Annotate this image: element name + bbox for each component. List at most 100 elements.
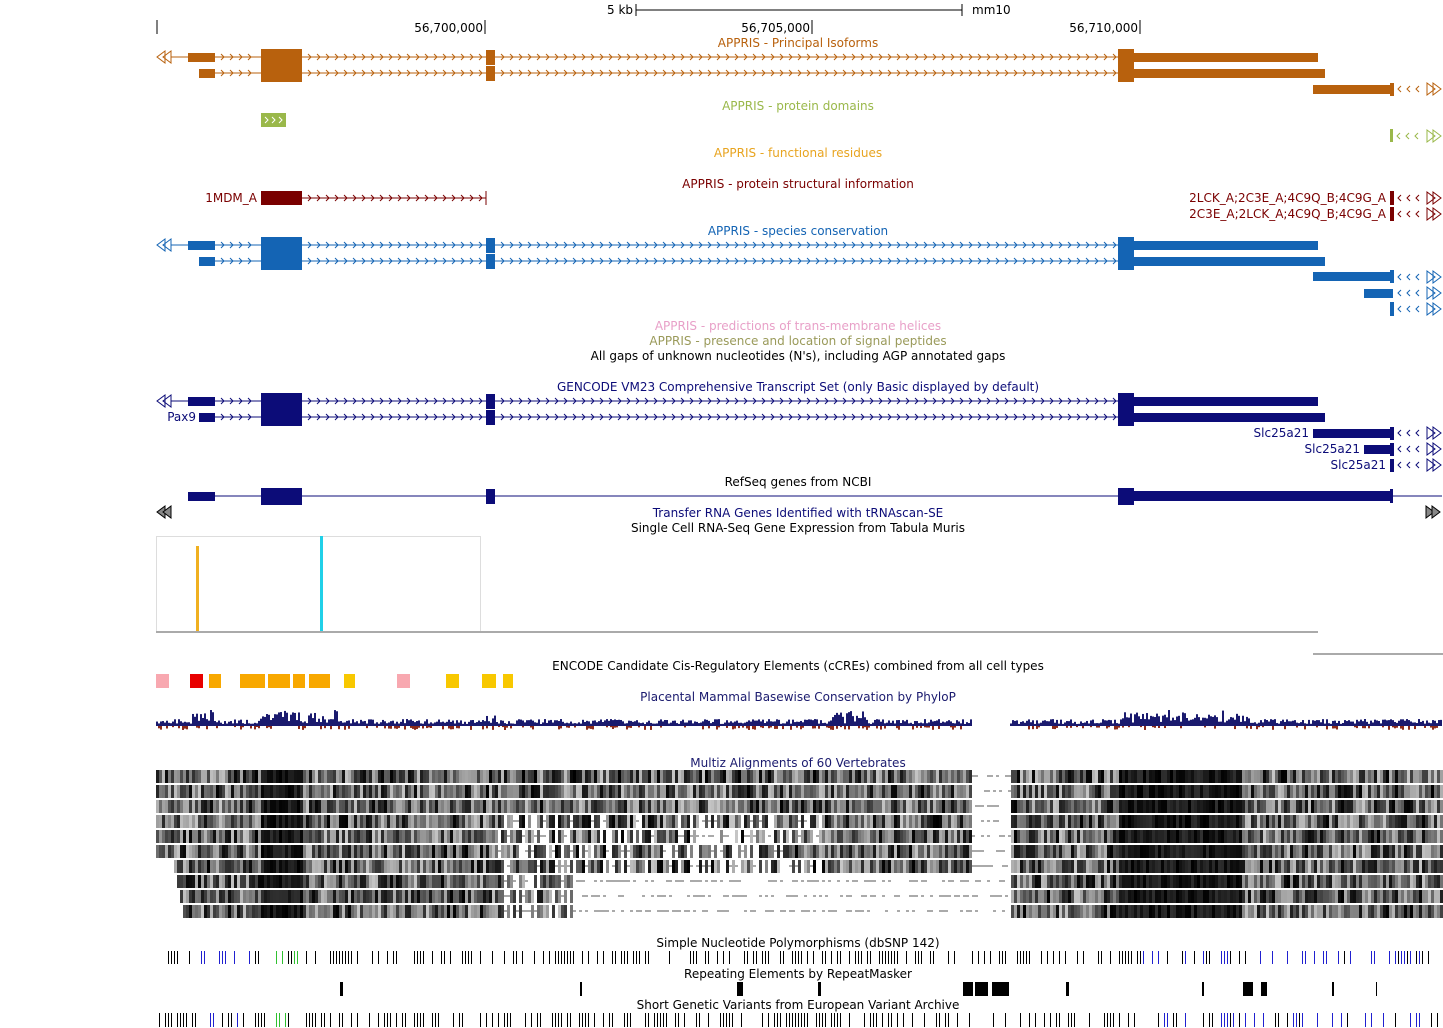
- alignment-block: [312, 770, 315, 783]
- strand-arrow: [1085, 53, 1090, 61]
- alignment-block: [1077, 800, 1080, 813]
- alignment-block: [1128, 800, 1131, 813]
- alignment-block: [1197, 860, 1200, 873]
- alignment-block: [447, 815, 450, 828]
- alignment-block: [660, 815, 663, 828]
- strand-arrow: [406, 53, 411, 61]
- alignment-block: [1074, 860, 1077, 873]
- alignment-block: [1167, 785, 1170, 798]
- strand-arrow: [986, 413, 991, 421]
- phylop-bar: [1278, 723, 1280, 726]
- alignment-block: [1023, 875, 1026, 888]
- phylop-neg-bar: [884, 726, 886, 729]
- strand-arrow: [995, 53, 1000, 61]
- alignment-block: [1371, 815, 1374, 828]
- alignment-block: [1377, 785, 1380, 798]
- phylop-bar: [1276, 723, 1278, 726]
- phylop-bar: [1144, 719, 1146, 726]
- alignment-block: [1332, 785, 1335, 798]
- alignment-block: [1011, 830, 1014, 843]
- alignment-block: [867, 830, 870, 843]
- phylop-bar: [608, 720, 610, 726]
- alignment-block: [1437, 785, 1440, 798]
- alignment-block: [642, 770, 645, 783]
- strand-arrow: [671, 397, 676, 405]
- alignment-block: [645, 830, 648, 843]
- alignment-block: [1314, 800, 1317, 813]
- alignment-block: [1392, 875, 1395, 888]
- alignment-block: [834, 830, 837, 843]
- alignment-block: [228, 890, 231, 903]
- alignment-block: [888, 845, 891, 858]
- alignment-block: [1203, 815, 1206, 828]
- alignment-block: [258, 875, 261, 888]
- alignment-block: [1056, 845, 1059, 858]
- alignment-block: [618, 785, 621, 798]
- alignment-block: [411, 800, 414, 813]
- phylop-bar: [304, 721, 306, 726]
- phylop-bar: [496, 722, 498, 726]
- alignment-block: [477, 800, 480, 813]
- alignment-block: [519, 890, 522, 903]
- alignment-block: [621, 830, 624, 843]
- phylop-bar: [920, 722, 922, 726]
- alignment-block: [201, 875, 204, 888]
- alignment-block: [1413, 860, 1416, 873]
- alignment-block: [399, 770, 402, 783]
- alignment-block: [1032, 830, 1035, 843]
- alignment-block: [207, 785, 210, 798]
- alignment-block: [438, 860, 441, 873]
- alignment-block: [1050, 785, 1053, 798]
- alignment-block: [1425, 860, 1428, 873]
- phylop-bar: [584, 721, 586, 726]
- phylop-bar: [260, 718, 262, 726]
- strand-arrow: [1103, 397, 1108, 405]
- strand-arrow: [950, 397, 955, 405]
- alignment-block: [870, 785, 873, 798]
- alignment-block: [1029, 830, 1032, 843]
- alignment-block: [225, 890, 228, 903]
- alignment-block: [156, 815, 159, 828]
- alignment-block: [822, 770, 825, 783]
- clip-arrow-right: [1426, 426, 1436, 440]
- alignment-block: [1248, 830, 1251, 843]
- phylop-neg-bar: [324, 726, 326, 729]
- alignment-block: [1011, 800, 1014, 813]
- alignment-block: [261, 770, 264, 783]
- phylop-bar: [386, 723, 388, 726]
- alignment-block: [207, 890, 210, 903]
- alignment-block: [1095, 875, 1098, 888]
- alignment-block: [825, 845, 828, 858]
- alignment-block: [825, 800, 828, 813]
- alignment-block: [372, 815, 375, 828]
- alignment-block: [444, 845, 447, 858]
- alignment-block: [915, 800, 918, 813]
- phylop-neg-bar: [268, 726, 270, 728]
- alignment-block: [1128, 845, 1131, 858]
- phylop-neg-bar: [530, 726, 532, 728]
- alignment-block: [1278, 875, 1281, 888]
- phylop-neg-bar: [830, 726, 832, 730]
- alignment-block: [465, 785, 468, 798]
- strand-arrow: [590, 413, 595, 421]
- alignment-block: [687, 785, 690, 798]
- strand-arrow: [1013, 413, 1018, 421]
- alignment-block: [594, 860, 597, 873]
- strand-arrow: [788, 53, 793, 61]
- alignment-block: [1269, 785, 1272, 798]
- phylop-bar: [1126, 717, 1128, 726]
- alignment-block: [1308, 785, 1311, 798]
- alignment-block: [1053, 875, 1056, 888]
- alignment-block: [1371, 770, 1374, 783]
- alignment-block: [876, 800, 879, 813]
- phylop-neg-bar: [1154, 726, 1156, 728]
- alignment-block: [429, 815, 432, 828]
- alignment-block: [573, 785, 576, 798]
- alignment-block: [1356, 785, 1359, 798]
- alignment-block: [243, 890, 246, 903]
- alignment-block: [1359, 815, 1362, 828]
- phylop-bar: [216, 722, 218, 726]
- alignment-block: [1092, 770, 1095, 783]
- alignment-block: [507, 815, 510, 828]
- phylop-bar: [1350, 721, 1352, 726]
